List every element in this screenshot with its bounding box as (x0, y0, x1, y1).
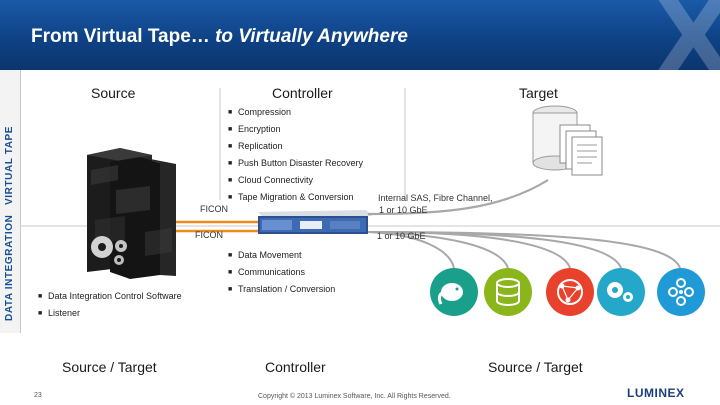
target-heading: Target (519, 85, 558, 101)
database-icon (484, 268, 532, 316)
ficon-top-label: FICON (200, 204, 228, 214)
page-number: 23 (34, 392, 42, 399)
list-item: ■Translation / Conversion (228, 284, 336, 294)
list-item: ■Data Movement (228, 250, 302, 260)
copyright-text: Copyright © 2013 Luminex Software, Inc. … (258, 393, 451, 400)
gbe-bottom-label: 1 or 10 GbE (377, 231, 426, 241)
controller-appliance-icon (258, 210, 372, 234)
fanout-links (367, 231, 681, 269)
list-item: ■Encryption (228, 124, 281, 134)
target-interfaces-label-2: 1 or 10 GbE (379, 205, 428, 215)
hadoop-elephant-icon (430, 268, 478, 316)
list-item: ■Communications (228, 267, 306, 277)
luminex-logo: LUMINEX (627, 386, 685, 400)
title-italic: to Virtually Anywhere (215, 26, 408, 47)
source-target-left-heading: Source / Target (62, 359, 157, 375)
list-item: ■Cloud Connectivity (228, 175, 314, 185)
footer-bar (0, 378, 720, 405)
data-features-list: ■Data Movement ■Communications ■Translat… (228, 247, 335, 298)
controller-features-list: ■Compression ■Encryption ■Replication ■P… (228, 104, 363, 206)
source-target-right-heading: Source / Target (488, 359, 583, 375)
list-item: ■Data Integration Control Software (38, 291, 182, 301)
list-item: ■Replication (228, 141, 283, 151)
list-item: ■Compression (228, 107, 292, 117)
target-interfaces-label: Internal SAS, Fibre Channel, (378, 193, 493, 203)
slide-title: From Virtual Tape… to Virtually Anywhere (31, 26, 408, 48)
title-plain: From Virtual Tape… (31, 26, 216, 47)
mainframe-server-icon (87, 148, 176, 279)
source-features-list: ■Data Integration Control Software ■List… (38, 288, 182, 322)
target-storage-link (367, 179, 549, 216)
header-bar: From Virtual Tape… to Virtually Anywhere… (0, 0, 720, 88)
network-globe-icon (546, 268, 594, 316)
list-item: ■Tape Migration & Conversion (228, 192, 354, 202)
gears-icon (597, 268, 645, 316)
node-graph-icon (657, 268, 705, 316)
list-item: ■Listener (38, 308, 81, 318)
tape-storage-database-icon (532, 105, 603, 176)
controller-heading: Controller (272, 85, 333, 101)
source-heading: Source (91, 85, 136, 101)
list-item: ■Push Button Disaster Recovery (228, 158, 364, 168)
server-gears-icon (91, 236, 127, 265)
left-sidebar (0, 70, 21, 333)
ficon-bottom-label: FICON (195, 230, 223, 240)
x-watermark-icon: X (655, 0, 720, 96)
controller-footer-heading: Controller (265, 359, 326, 375)
